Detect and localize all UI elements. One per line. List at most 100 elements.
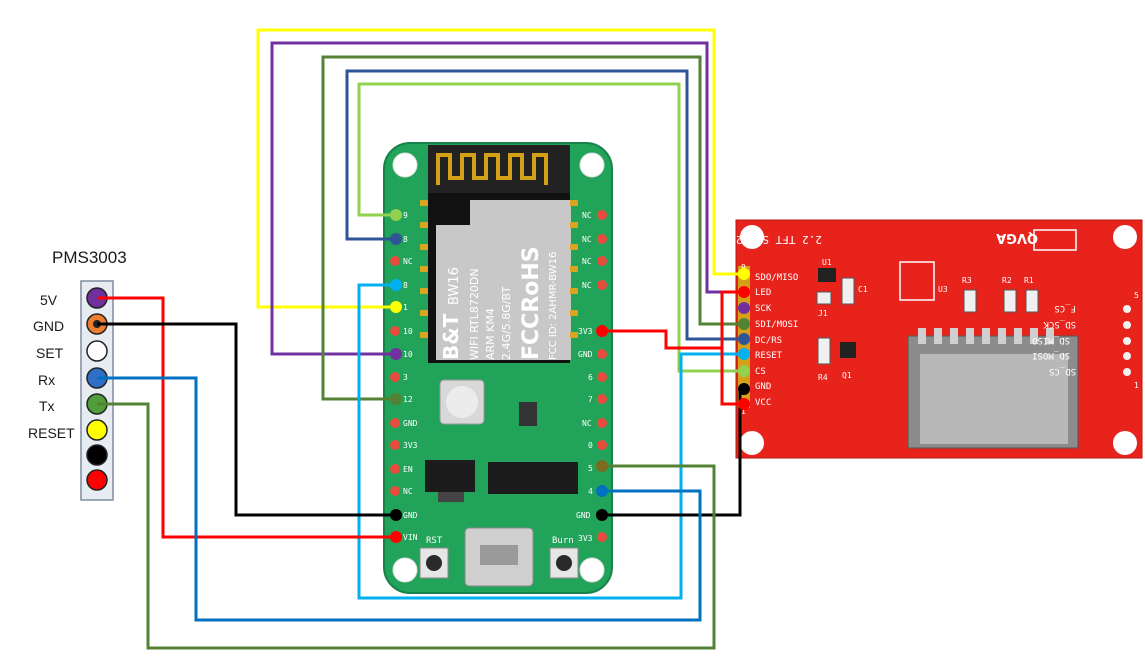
right-pin-label-5: 5 bbox=[588, 464, 593, 473]
sensor-pin-label-set: SET bbox=[36, 345, 64, 361]
tft-title: 2.2 TFT SPI 240X320 bbox=[696, 233, 822, 246]
tft-pin-number-bottom: 1 bbox=[741, 407, 746, 416]
module-fcc-id: FCC ID: 2AHMR-BW16 bbox=[548, 252, 559, 360]
left-pin-label-15: VIN bbox=[403, 533, 418, 542]
comp-r3: R3 bbox=[962, 276, 972, 285]
usb-uart-chip bbox=[488, 462, 578, 494]
regulator-tab bbox=[438, 492, 464, 502]
sensor-pin-reset[interactable] bbox=[86, 419, 108, 441]
module-fcc-logo: FCCRoHS bbox=[519, 246, 544, 360]
tft-pin-label-vcc: VCC bbox=[755, 398, 771, 408]
regulator-chip bbox=[425, 460, 475, 492]
wire-blue-rx bbox=[97, 376, 702, 622]
burn-button-cap[interactable] bbox=[556, 555, 572, 571]
sd-pin-label-cs: SD_CS bbox=[1049, 366, 1076, 376]
right-pin-label-3: NC bbox=[582, 257, 592, 266]
left-pin-label-5: 1 bbox=[403, 303, 408, 312]
tft-pin-label-sdo: SDO/MISO bbox=[755, 273, 798, 283]
left-pin-label-13: NC bbox=[403, 487, 413, 496]
sensor-pin-label-reset: RESET bbox=[28, 425, 75, 441]
mount-hole-br bbox=[579, 557, 605, 583]
wire-black-tft bbox=[602, 389, 742, 517]
comp-q1: Q1 bbox=[842, 371, 852, 380]
comp-r4: R4 bbox=[818, 373, 828, 382]
left-pin-label-4: 8 bbox=[403, 281, 408, 290]
left-pin-label-9: 12 bbox=[403, 395, 413, 404]
wire-olive bbox=[321, 55, 744, 401]
left-pin-label-12: EN bbox=[403, 465, 413, 474]
right-pin-label-3v3b: 3V3 bbox=[578, 534, 593, 543]
wire-lightblue bbox=[357, 283, 744, 600]
comp-j1: J1 bbox=[818, 309, 828, 318]
left-pin-label-10: GND bbox=[403, 419, 418, 428]
sd-card-slot-inner bbox=[920, 354, 1068, 444]
tft-pin-label-reset: RESET bbox=[755, 351, 783, 361]
pms3003-sensor: PMS3003 5V GND SET Rx Tx RESET bbox=[28, 248, 127, 501]
left-pin-label-1: 9 bbox=[403, 211, 408, 220]
tft-pin-number-top: 9 bbox=[741, 263, 746, 272]
module-line-3: 2.4G/5.8G/BT bbox=[500, 286, 513, 360]
wire-yellow bbox=[256, 28, 744, 309]
sd-pin-label-sck: SD_SCK bbox=[1043, 319, 1076, 329]
sd-pin-label-mosi: SD_MOSI bbox=[1032, 350, 1070, 360]
wire-lightgreen bbox=[357, 82, 744, 373]
rst-label: RST bbox=[426, 536, 443, 546]
comp-u3: U3 bbox=[938, 285, 948, 294]
module-brand: B&T bbox=[439, 313, 463, 360]
antenna-trace bbox=[436, 153, 548, 185]
right-pin-label-gnd: GND bbox=[578, 350, 593, 359]
tft-components: U1 C1 J1 U3 R3 R2 R1 R4 Q1 bbox=[816, 258, 1039, 382]
module-line-2: ARM KM4 bbox=[484, 308, 497, 360]
rst-button-cap[interactable] bbox=[426, 555, 442, 571]
wire-navy bbox=[345, 69, 744, 341]
module-corner bbox=[436, 200, 470, 225]
sd-contacts bbox=[918, 328, 1054, 344]
left-pin-label-7: 10 bbox=[403, 350, 413, 359]
usb-port-inner bbox=[480, 545, 518, 565]
sensor-title: PMS3003 bbox=[52, 248, 127, 267]
tft-display: QVGA 2.2 TFT SPI 240X320 9 1 SDO/MISO LE… bbox=[696, 219, 1143, 459]
comp-c1: C1 bbox=[858, 285, 868, 294]
wire-red-led bbox=[720, 290, 744, 348]
sensor-pin-label-tx: Tx bbox=[39, 398, 55, 414]
right-pin-label-4: NC bbox=[582, 281, 592, 290]
sensor-pin-black bbox=[86, 444, 108, 466]
right-pin-label-4: 4 bbox=[588, 487, 593, 496]
sd-pin-label-miso: SD_MISO bbox=[1032, 335, 1070, 345]
left-pin-label-14: GND bbox=[403, 511, 418, 520]
tft-hole-bl bbox=[740, 431, 764, 455]
left-pin-label-6: 10 bbox=[403, 327, 413, 336]
right-pin-label-0: 0 bbox=[588, 441, 593, 450]
module-model: BW16 bbox=[447, 267, 462, 305]
right-pin-label-gnd2: GND bbox=[576, 511, 591, 520]
sd-pin-pads bbox=[1123, 305, 1131, 376]
right-pin-label-3v3: 3V3 bbox=[578, 327, 593, 336]
tft-brand-box bbox=[1033, 229, 1077, 251]
wire-green-tx bbox=[97, 402, 716, 650]
wire-endpoints bbox=[390, 209, 750, 543]
tft-pin-label-dc: DC/RS bbox=[755, 336, 782, 346]
tft-hole-br bbox=[1113, 431, 1137, 455]
tft-brand: QVGA bbox=[996, 230, 1038, 245]
wires bbox=[97, 28, 744, 650]
sd-num-top: 5 bbox=[1134, 291, 1139, 300]
module-line-1: WIFI RTL8720DN bbox=[468, 268, 481, 360]
small-chip bbox=[519, 402, 537, 426]
right-pin-label-1: NC bbox=[582, 211, 592, 220]
sensor-pin-label-gnd: GND bbox=[33, 318, 64, 334]
sensor-pin-set[interactable] bbox=[86, 340, 108, 362]
tft-pin-label-led: LED bbox=[755, 288, 771, 298]
tft-hole-tr bbox=[1113, 225, 1137, 249]
module-shield bbox=[436, 200, 571, 360]
wire-black-gnd bbox=[97, 322, 395, 517]
comp-r1: R1 bbox=[1024, 276, 1034, 285]
tft-pin-label-cs: CS bbox=[755, 367, 766, 377]
sd-pin-label-fcs: F_CS bbox=[1054, 303, 1076, 313]
right-pin-label-2: NC bbox=[582, 235, 592, 244]
tft-pin-label-sck: SCK bbox=[755, 304, 772, 314]
right-pin-label-6: 6 bbox=[588, 373, 593, 382]
sensor-pin-label-5v: 5V bbox=[40, 292, 58, 308]
tft-pin-label-sdi: SDI/MOSI bbox=[755, 320, 798, 330]
